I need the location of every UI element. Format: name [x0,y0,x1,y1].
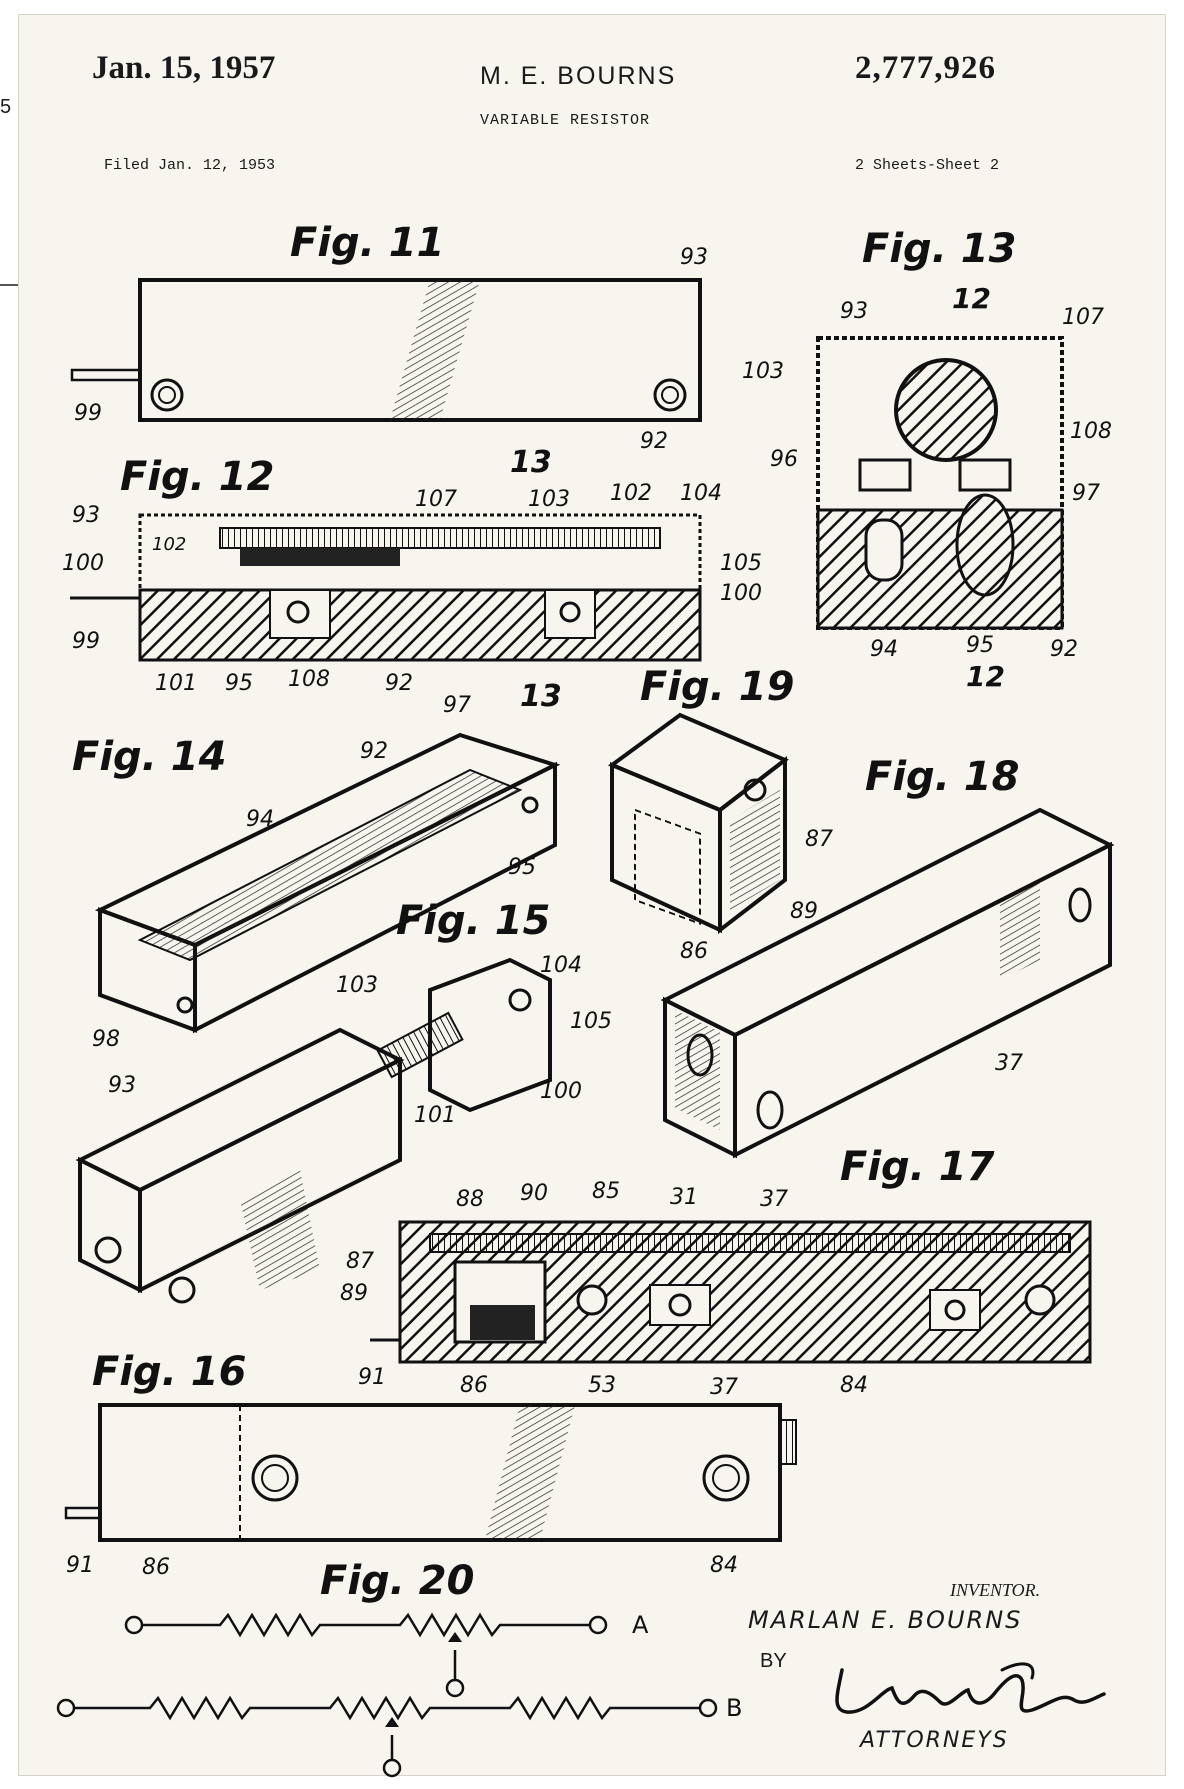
fig-17-ref: 85 [592,1179,620,1204]
fig-17-ref: 86 [460,1373,488,1398]
fig-17-ref: 89 [340,1281,368,1306]
fig-17-ref: 31 [670,1185,698,1210]
fig-12-ref: 102 [610,481,652,506]
fig-15-ref: 100 [540,1079,582,1104]
fig-13-ref: 94 [870,637,898,662]
fig-12-ref: 108 [288,667,330,692]
attorney-signature [835,1662,1106,1714]
fig-14-ref: 92 [360,739,388,764]
fig-20-label: Fig. 20 [320,1558,474,1604]
fig-17-ref: 88 [456,1187,484,1212]
margin-line [0,284,18,286]
fig-11-ref: 99 [74,401,102,426]
fig-12-label: Fig. 12 [120,454,274,500]
figure-12: Fig. 12 93 102 100 99 101 95 108 92 97 1… [62,445,762,718]
attorneys-label: ATTORNEYS [860,1728,1009,1753]
fig-16-ref: 37 [710,1375,738,1400]
inventor-label: INVENTOR. [950,1580,1041,1600]
fig-11-label: Fig. 11 [290,220,444,266]
fig-13-ref: 103 [742,359,784,384]
by-label: BY [760,1650,787,1672]
fig-13-ref: 92 [1050,637,1078,662]
sheet-count: 2 Sheets-Sheet 2 [855,157,1000,174]
fig-12-ref: 97 [443,693,471,718]
fig-15-ref: 103 [336,973,378,998]
fig-12-ref: 104 [680,481,722,506]
fig-12-ref: 101 [155,671,197,696]
fig-12-ref: 99 [72,629,100,654]
fig-18-label: Fig. 18 [865,754,1019,800]
figure-16: Fig. 16 37 91 86 84 [64,1349,797,1580]
fig-14-label: Fig. 14 [72,734,226,780]
fig-12-ref: 95 [225,671,253,696]
fig-16-ref: 84 [710,1553,738,1578]
fig-12-ref: 107 [415,487,457,512]
terminal-a-label: A [632,1611,649,1639]
fig-17-ref: 87 [346,1249,374,1274]
fig-12-ref: 93 [72,503,100,528]
fig-13-section-mark: 12 [952,282,991,315]
figure-18: Fig. 18 37 [660,754,1115,1159]
fig-13-ref: 97 [1072,481,1100,506]
fig-13-ref: 108 [1070,419,1112,444]
fig-19-ref: 86 [680,939,708,964]
figure-14: Fig. 14 92 94 95 98 [72,732,561,1052]
patent-title: VARIABLE RESISTOR [480,112,651,129]
fig-12-ref: 105 [720,551,762,576]
fig-12-ref: 100 [62,551,104,576]
inventor-name: MARLAN E. BOURNS [748,1606,1023,1634]
fig-14-ref: 98 [92,1027,120,1052]
fig-13-ref: 93 [840,299,868,324]
fig-19-label: Fig. 19 [640,664,794,710]
fig-15-ref: 104 [540,953,582,978]
fig-12-ref: 103 [528,487,570,512]
fig-15-ref: 101 [414,1103,456,1128]
figure-19: Fig. 19 87 89 86 [607,664,833,964]
fig-15-ref: 105 [570,1009,612,1034]
fig-16-ref: 91 [66,1553,94,1578]
fig-12-section-mark: 13 [510,445,552,480]
fig-11-ref: 92 [640,429,668,454]
patent-sheet [18,14,1166,1776]
fig-13-ref: 107 [1062,305,1104,330]
fig-17-ref: 90 [520,1181,548,1206]
fig-15-ref: 93 [108,1073,136,1098]
fig-12-ref: 102 [152,534,186,555]
fig-11-ref: 93 [680,245,708,270]
margin-mark: 5 [0,96,12,118]
fig-17-ref: 91 [358,1365,386,1390]
figure-20: Fig. 20 A B [56,1558,742,1778]
patent-date: Jan. 15, 1957 [92,50,276,86]
fig-18-ref: 37 [995,1051,1023,1076]
figure-15: Fig. 15 103 104 105 93 101 100 [75,898,612,1304]
fig-12-ref: 100 [720,581,762,606]
fig-19-ref: 87 [805,827,833,852]
fig-12-section-mark: 13 [520,679,562,714]
fig-13-ref: 96 [770,447,798,472]
fig-16-ref: 86 [142,1555,170,1580]
fig-17-ref: 37 [760,1187,788,1212]
fig-15-label: Fig. 15 [396,898,550,944]
figure-17: Fig. 17 88 90 85 31 37 87 89 91 86 53 84 [340,1144,1092,1398]
fig-14-ref: 95 [508,855,536,880]
fig-16-label: Fig. 16 [92,1349,246,1395]
fig-13-ref: 95 [966,633,994,658]
patent-number: 2,777,926 [855,50,996,86]
figure-13: Fig. 13 93 12 107 103 108 96 97 94 95 92… [742,226,1112,693]
fig-13-section-mark: 12 [966,660,1005,693]
fig-17-ref: 84 [840,1373,868,1398]
header-inventor: M. E. BOURNS [480,62,677,90]
figure-11: Fig. 11 93 99 92 [70,220,708,454]
terminal-b-label: B [726,1694,742,1722]
filed-date: Filed Jan. 12, 1953 [104,157,276,174]
fig-17-label: Fig. 17 [840,1144,995,1190]
fig-19-ref: 89 [790,899,818,924]
fig-17-ref: 53 [588,1373,616,1398]
fig-13-label: Fig. 13 [862,226,1016,272]
fig-14-ref: 94 [246,807,274,832]
fig-12-ref: 92 [385,671,413,696]
